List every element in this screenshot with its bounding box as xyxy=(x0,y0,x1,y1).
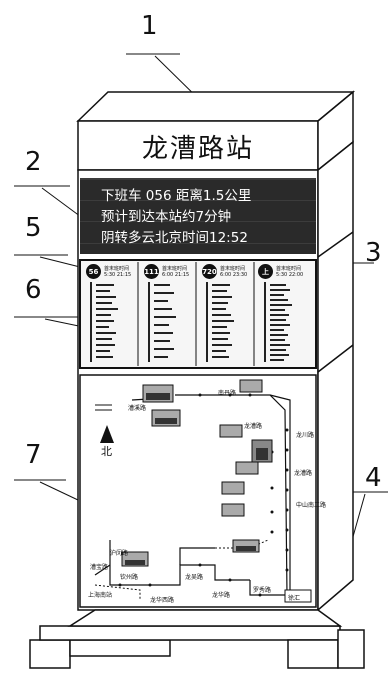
route-badge-4: 上 xyxy=(258,264,273,279)
led-line-next-bus: 下班车 056 距离1.5公里 xyxy=(101,188,252,204)
route-badge-3: 720 xyxy=(202,264,217,279)
station-name: 龙漕路站 xyxy=(141,133,254,164)
map-label-top-road: 南丹路 xyxy=(218,390,237,397)
map-legend xyxy=(95,404,112,411)
callout-3: 3 xyxy=(365,238,382,268)
sign-top-cap xyxy=(76,90,356,172)
route-badge-2: 111 xyxy=(144,264,159,279)
led-dot-texture xyxy=(80,178,316,244)
route-badge-1: 56 xyxy=(86,264,101,279)
sign-base-stand xyxy=(29,609,365,669)
map-label-bottom-road: 龙吴路 xyxy=(185,574,204,581)
map-panel xyxy=(79,374,317,608)
north-label: 北 xyxy=(101,445,112,458)
route-2-times: 6:00 21:15 xyxy=(162,272,190,278)
map-label-left-top: 漕溪路 xyxy=(128,405,147,412)
map-dotted-routes xyxy=(94,539,269,600)
map-label-lh: 龙华路 xyxy=(212,592,231,599)
route-1-header: 首末班时间 xyxy=(104,266,130,272)
map-label-ld: 罗秀路 xyxy=(253,587,272,594)
route-4-times: 5:30 22:00 xyxy=(276,272,304,278)
map-label-station: 龙漕路 xyxy=(294,470,313,477)
map-station-marker xyxy=(284,589,312,603)
led-line-weather-time: 阴转多云北京时间12:52 xyxy=(101,230,248,246)
route-3-times: 6:00 23:30 xyxy=(220,272,248,278)
stop-list-col1 xyxy=(90,282,118,362)
map-label-lb: 龙川路 xyxy=(296,432,315,439)
map-photo-details xyxy=(125,393,268,565)
north-arrow-icon xyxy=(100,425,114,443)
map-label-b-left2: 漕宝路 xyxy=(90,564,109,571)
map-label-lf: 钦州路 xyxy=(120,574,139,581)
route-1-times: 5:30 21:15 xyxy=(104,272,132,278)
map-label-b-left1: 沪闵路 xyxy=(110,550,129,557)
map-stop-dots xyxy=(118,393,289,597)
callout-6: 6 xyxy=(25,275,42,305)
map-label-li: 龙华西路 xyxy=(150,597,175,604)
map-label-lg: 上海南站 xyxy=(88,592,113,599)
callout-2: 2 xyxy=(25,147,42,177)
led-display-text: 下班车 056 距离1.5公里 预计到达本站约7分钟 阴转多云北京时间12:52 xyxy=(80,180,316,254)
stop-list-col3 xyxy=(206,282,234,362)
map-routes xyxy=(94,394,291,596)
route-stop-lists xyxy=(90,282,292,362)
stop-list-col4 xyxy=(264,282,292,362)
callout-7: 7 xyxy=(25,440,42,470)
led-panel xyxy=(80,178,316,254)
led-line-arrival: 预计到达本站约7分钟 xyxy=(101,209,232,225)
stop-list-col2 xyxy=(148,282,176,362)
route-3-header: 首末班时间 xyxy=(220,266,246,272)
route-2-header: 首末班时间 xyxy=(162,266,188,272)
map-label-lc: 中山南二路 xyxy=(296,502,327,509)
map-label-r1: 龙漕路 xyxy=(244,423,263,430)
callout-4: 4 xyxy=(365,463,382,493)
callout-1: 1 xyxy=(141,11,158,41)
route-4-header: 首末班时间 xyxy=(276,266,302,272)
route-column-dividers xyxy=(137,262,255,366)
callout-5: 5 xyxy=(25,213,42,243)
map-label-le: 徐汇 xyxy=(288,595,301,602)
